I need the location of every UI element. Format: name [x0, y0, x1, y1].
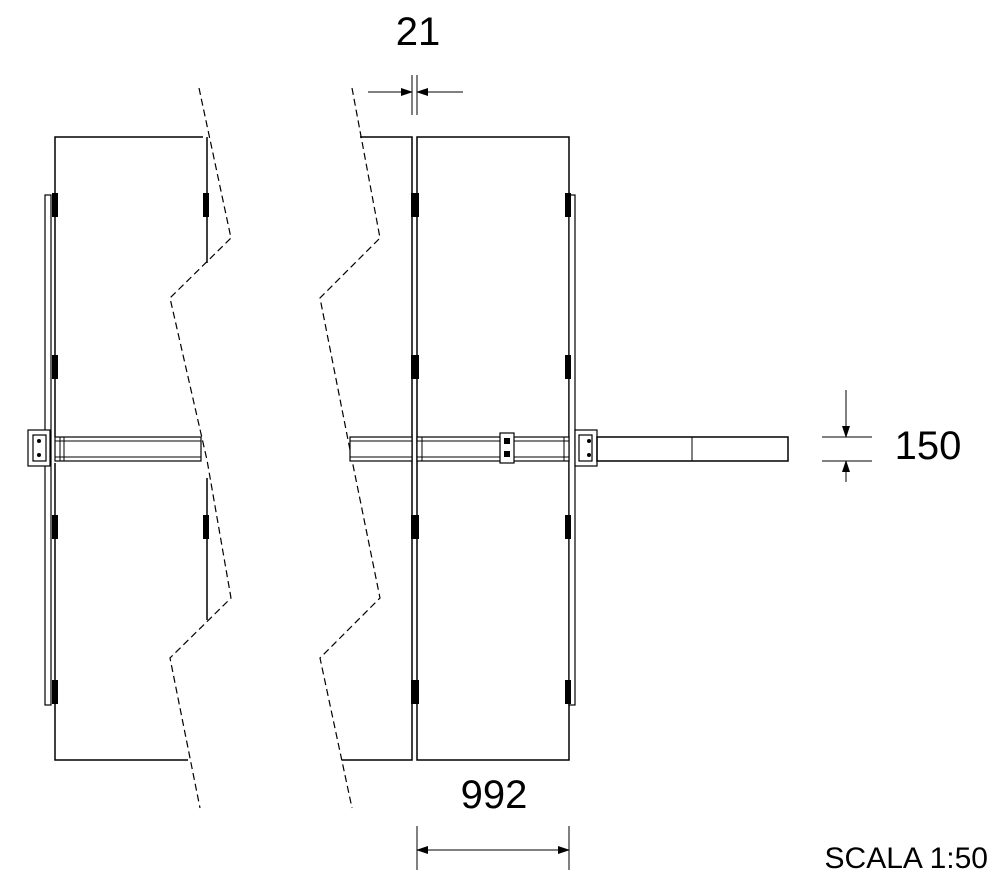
dimension-bar-height-label: 150 [895, 424, 962, 468]
dimension-panel-width-label: 992 [461, 773, 528, 817]
hinge-icon [52, 515, 58, 539]
right-panel-group [342, 136, 789, 761]
left-end-bracket [27, 429, 51, 467]
break-line-left [169, 87, 232, 809]
hinge-icon [411, 680, 419, 704]
dimension-panel-width: 992 [416, 773, 570, 870]
left-panel-group [27, 136, 209, 761]
dimension-gap: 21 [368, 10, 463, 115]
hinge-icon [565, 193, 571, 217]
hinge-icon [565, 355, 571, 379]
left-lower-panel [54, 463, 188, 761]
left-upper-panel [54, 136, 203, 437]
right-frame-strip [568, 194, 576, 706]
hinge-icon [411, 193, 419, 217]
hinge-icon [565, 515, 571, 539]
hinge-icon [52, 355, 58, 379]
hinge-icon [565, 680, 571, 704]
dimension-gap-label: 21 [396, 10, 441, 54]
hinge-icon [52, 680, 58, 704]
hinge-icon [203, 193, 209, 217]
scale-label: SCALA 1:50 [825, 842, 988, 873]
dimension-bar-height: 150 [822, 390, 961, 482]
right-end-bracket [574, 429, 598, 467]
lock-icon [499, 432, 515, 464]
hinge-icon [411, 515, 419, 539]
hinge-icon [203, 515, 209, 539]
hinge-icon [411, 355, 419, 379]
hinge-icon [52, 193, 58, 217]
